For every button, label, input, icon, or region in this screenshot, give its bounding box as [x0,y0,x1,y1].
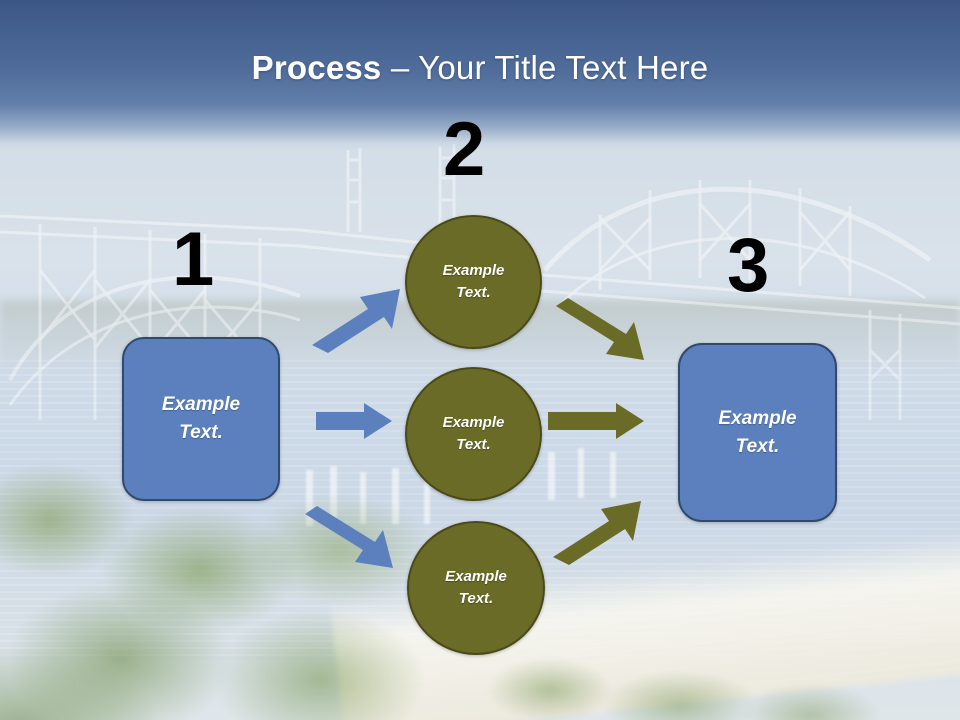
process-end-box-line2: Text. [735,435,780,457]
arrow-blue-up-right [310,285,405,355]
background-piling [610,452,616,498]
process-end-box-line1: Example [718,407,797,429]
process-start-box-line1: Example [161,394,241,415]
arrow-olive-up-right [551,497,646,567]
arrow-blue-right [316,403,394,439]
page-title-bold: Process [251,49,382,86]
title-banner [0,0,960,150]
background-piling [548,452,555,500]
process-circle-middle-line2: Text. [456,436,491,453]
arrow-blue-down-right [305,500,405,572]
page-title-light: – Your Title Text Here [381,49,709,86]
background-piling [578,448,584,498]
arrow-olive-right [548,403,646,439]
arrow-olive-down-right [556,292,656,364]
page-title: Process – Your Title Text Here [0,48,960,88]
process-circle-bottom-line2: Text. [458,590,494,607]
process-circle-top-line2: Text. [456,284,491,301]
step-number-2: 2 [443,107,486,192]
background-bridge-structure [0,144,960,420]
step-number-3: 3 [727,223,770,308]
process-circle-top-line1: Example [442,262,505,279]
background-foliage-right [480,620,910,720]
process-circle-middle-line1: Example [442,414,505,431]
process-start-box-line2: Text. [179,422,223,443]
process-circle-bottom-line1: Example [445,568,507,585]
step-number-1: 1 [172,217,215,302]
